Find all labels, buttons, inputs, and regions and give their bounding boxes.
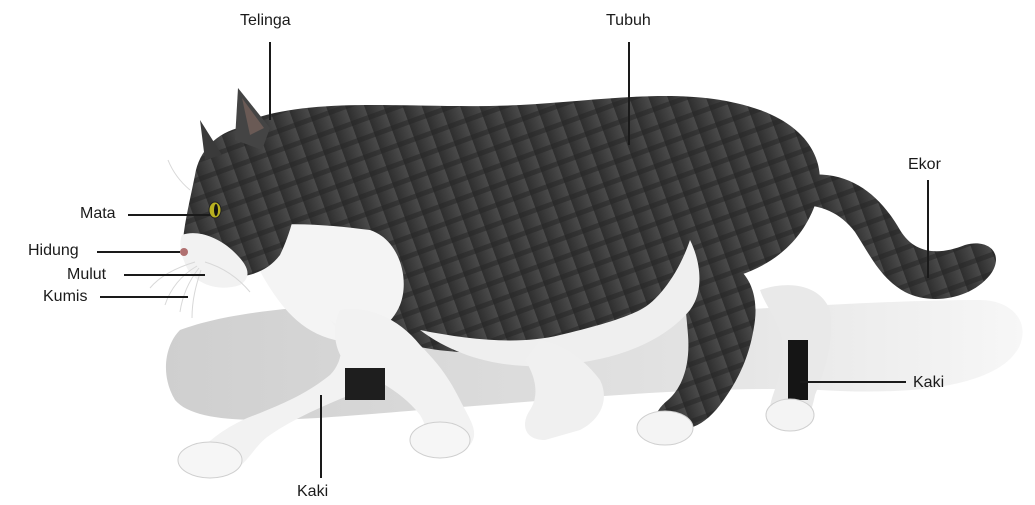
label-hidung: Hidung (28, 242, 79, 260)
cat-back-paw-far (766, 399, 814, 431)
label-kaki-right: Kaki (913, 374, 944, 392)
cat-nose (180, 248, 188, 256)
cat-back-leg-far-dark (788, 340, 808, 400)
label-telinga: Telinga (240, 12, 291, 30)
cat-tail (800, 174, 996, 299)
label-ekor: Ekor (908, 156, 941, 174)
label-tubuh: Tubuh (606, 12, 651, 30)
label-kumis: Kumis (43, 288, 87, 306)
label-mata: Mata (80, 205, 116, 223)
label-kaki-bottom: Kaki (297, 483, 328, 501)
cat-front-paw-left (178, 442, 242, 478)
label-mulut: Mulut (67, 266, 106, 284)
cat-front-paw-right (410, 422, 470, 458)
cat-back-paw-near (637, 411, 693, 445)
cat-pupil (214, 204, 218, 216)
cat-front-leg-dark-patch (345, 368, 385, 400)
